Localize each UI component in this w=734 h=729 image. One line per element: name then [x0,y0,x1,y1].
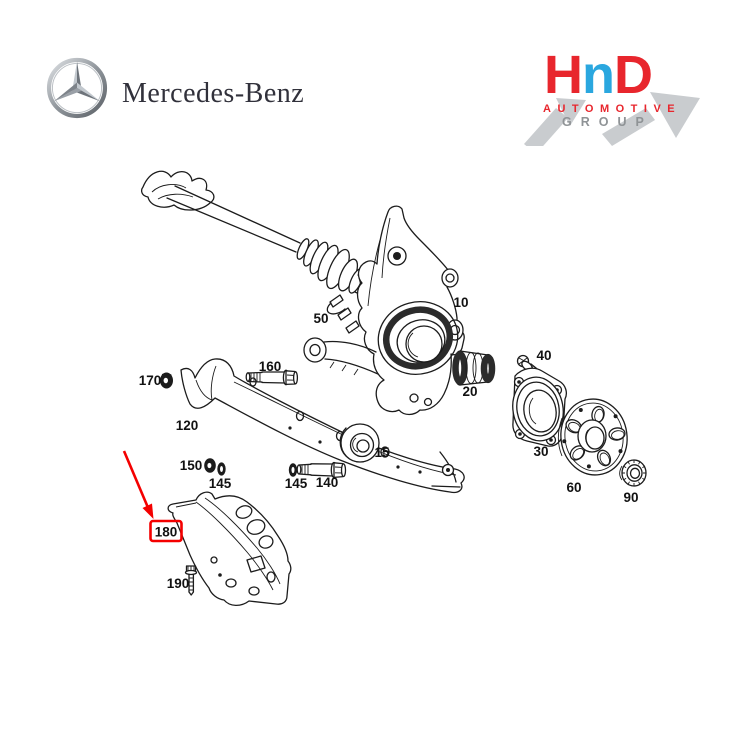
bolt-190 [184,565,198,596]
highlight-annotation: 180 [122,450,183,543]
washer-145-right [288,463,298,477]
seller-subtitle-automotive: AUTOMOTIVE [543,103,682,115]
highlight-box [149,519,183,543]
wheel-carrier-knuckle [303,205,465,416]
axle-nut-90 [619,459,647,487]
part-label-10: 10 [453,295,468,310]
part-label-40: 40 [536,348,551,363]
spring-control-arm [180,358,465,494]
brand-name: Mercedes-Benz [122,78,305,109]
highlight-arrowhead-icon [142,503,154,519]
seller-subtitle-group: GROUP [562,115,653,129]
bushing-20 [452,350,496,386]
nut-170 [160,372,173,389]
letter-h: H [544,45,583,105]
part-label-190: 190 [167,576,190,591]
part-label-160: 160 [259,359,282,374]
part-label-50: 50 [313,311,328,326]
bolt-160 [245,369,299,386]
cover-plate-180 [167,491,292,607]
seller-logo: HnD AUTOMOTIVE GROUP [518,46,718,146]
part-label-140: 140 [316,475,339,490]
part-label-170: 170 [139,373,162,388]
part-label-30: 30 [533,444,548,459]
highlight-arrow-line [122,450,151,511]
bushing-15 [339,423,380,463]
seller-wordmark: HnD [544,45,653,105]
stud-bolts-50 [329,294,360,334]
part-label-90: 90 [623,490,638,505]
wheel-hub-60 [557,398,628,476]
part-label-15: 15 [374,445,390,460]
letter-d: D [614,45,653,105]
part-label-120: 120 [176,418,199,433]
part-label-20: 20 [462,384,477,399]
mercedes-star-icon [44,54,110,122]
part-label-150: 150 [180,458,203,473]
part-label-180: 180 [155,525,178,540]
nut-150 [204,458,216,473]
bolt-140 [296,461,347,479]
washer-145-left [217,462,226,476]
part-label-60: 60 [566,480,581,495]
grey-arrows-icon [524,92,700,146]
part-labels: 10 15 20 30 40 50 60 90 120 140 145 145 … [139,295,639,591]
part-label-145-left: 145 [209,476,232,491]
part-label-145-right: 145 [285,476,308,491]
axle-shaft [141,170,375,315]
letter-n: n [582,45,615,105]
wheel-bearing-30 [512,367,567,447]
